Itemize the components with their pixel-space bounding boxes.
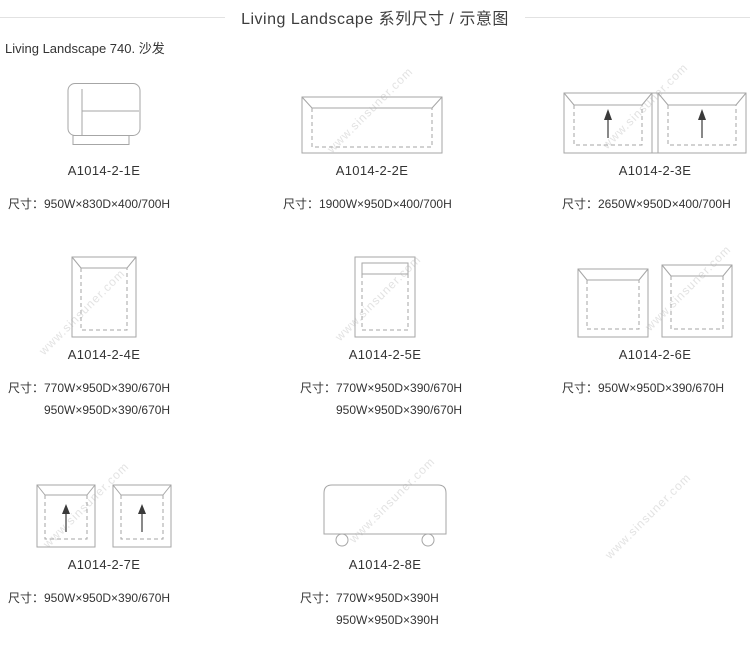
dimension-line: 950W×950D×390/670H <box>336 403 463 417</box>
product-model: A1014-2-6E <box>618 347 692 362</box>
dimension-line: 尺寸：2650W×950D×400/700H <box>562 197 731 211</box>
product-card-a1014-2-6e: A1014-2-6E 尺寸：950W×950D×390/670H <box>562 250 748 399</box>
product-model: A1014-2-3E <box>618 163 692 178</box>
page-title: Living Landscape 系列尺寸 / 示意图 <box>241 11 509 28</box>
product-dimensions: 尺寸：950W×950D×390/670H <box>8 587 200 609</box>
ottoman-side-view-diagram <box>300 468 470 548</box>
product-model: A1014-2-5E <box>348 347 422 362</box>
product-dimensions: 尺寸：1900W×950D×400/700H <box>283 193 461 215</box>
dimension-line: 尺寸：770W×950D×390/670H <box>300 381 463 395</box>
product-model: A1014-2-7E <box>67 557 141 572</box>
sofa-top-view-recliner-diagram <box>562 66 748 154</box>
product-card-a1014-2-1e: A1014-2-1E 尺寸：950W×830D×400/700H <box>8 66 200 215</box>
header-rule-left <box>0 16 226 18</box>
series-subtitle: Living Landscape 740. 沙发 <box>5 41 165 56</box>
product-card-a1014-2-5e: A1014-2-5E 尺寸：770W×950D×390/670H 950W×95… <box>300 250 470 421</box>
module-top-view-diagram <box>8 250 200 338</box>
dimension-line: 尺寸：770W×950D×390/670H <box>8 381 171 395</box>
product-model: A1014-2-2E <box>335 163 409 178</box>
dimension-line: 尺寸：770W×950D×390H <box>300 591 439 605</box>
product-dimensions: 尺寸：2650W×950D×400/700H <box>562 193 748 215</box>
dimension-line: 尺寸：950W×950D×390/670H <box>562 381 725 395</box>
two-module-top-view-diagram <box>562 250 748 338</box>
product-dimensions: 尺寸：950W×830D×400/700H <box>8 193 200 215</box>
product-card-a1014-2-4e: A1014-2-4E 尺寸：770W×950D×390/670H 950W×95… <box>8 250 200 421</box>
product-model: A1014-2-4E <box>67 347 141 362</box>
header-rule-right <box>524 16 750 18</box>
product-model: A1014-2-8E <box>348 557 422 572</box>
dimension-line: 950W×950D×390/670H <box>44 403 171 417</box>
watermark: www.sinsuner.com <box>602 470 694 562</box>
sofa-front-view-diagram <box>8 66 200 154</box>
product-card-a1014-2-3e: A1014-2-3E 尺寸：2650W×950D×400/700H <box>562 66 748 215</box>
two-recliner-top-view-diagram <box>8 468 200 548</box>
product-dimensions: 尺寸：950W×950D×390/670H <box>562 377 748 399</box>
product-dimensions: 尺寸：770W×950D×390/670H 950W×950D×390/670H <box>300 377 470 421</box>
dimension-line: 950W×950D×390H <box>336 613 439 627</box>
product-dimensions: 尺寸：770W×950D×390/670H 950W×950D×390/670H <box>8 377 200 421</box>
dimension-line: 尺寸：950W×830D×400/700H <box>8 197 171 211</box>
page-header: Living Landscape 系列尺寸 / 示意图 <box>0 5 750 29</box>
product-model: A1014-2-1E <box>67 163 141 178</box>
sofa-top-view-diagram <box>283 66 461 154</box>
dimension-line: 尺寸：950W×950D×390/670H <box>8 591 171 605</box>
product-card-a1014-2-7e: A1014-2-7E 尺寸：950W×950D×390/670H <box>8 468 200 609</box>
dimension-line: 尺寸：1900W×950D×400/700H <box>283 197 452 211</box>
product-card-a1014-2-2e: A1014-2-2E 尺寸：1900W×950D×400/700H <box>283 66 461 215</box>
product-card-a1014-2-8e: A1014-2-8E 尺寸：770W×950D×390H 950W×950D×3… <box>300 468 470 631</box>
product-dimensions: 尺寸：770W×950D×390H 950W×950D×390H <box>300 587 470 631</box>
module-top-view-diagram <box>300 250 470 338</box>
